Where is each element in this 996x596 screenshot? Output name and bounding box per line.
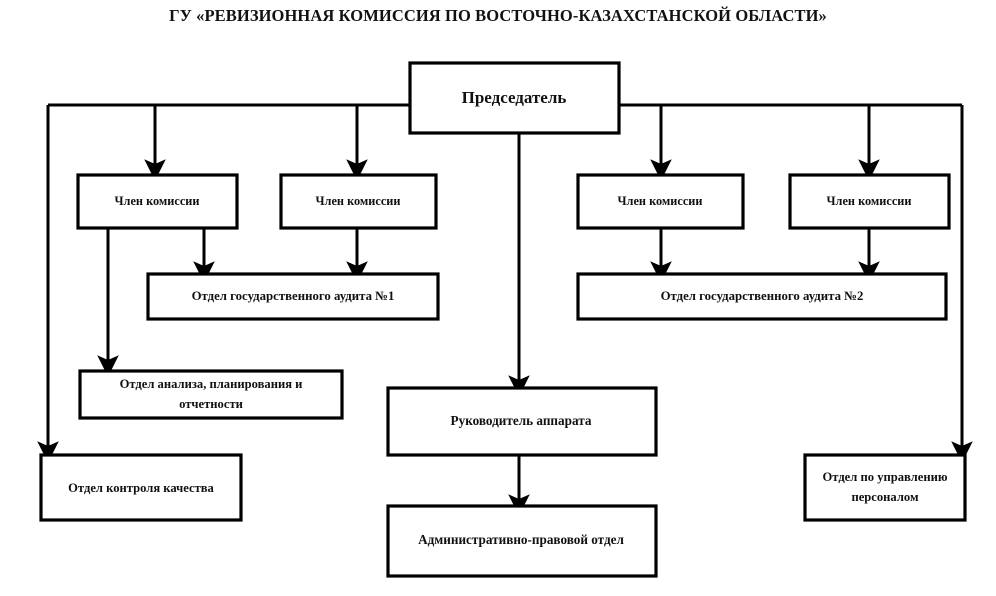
node-analysis[interactable]: Отдел анализа, планирования и отчетности — [78, 369, 344, 420]
node-member4[interactable]: Член комиссии — [788, 173, 951, 230]
member2-label: Член комиссии — [316, 194, 401, 208]
audit2-box[interactable] — [576, 272, 948, 321]
analysis-label-line2: отчетности — [179, 397, 243, 411]
legal-label: Административно-правовой отдел — [418, 532, 624, 547]
hr-label-line2: персоналом — [851, 490, 919, 504]
node-quality[interactable]: Отдел контроля качества — [39, 453, 243, 522]
node-member3[interactable]: Член комиссии — [576, 173, 745, 230]
node-member2[interactable]: Член комиссии — [279, 173, 438, 230]
audit1-box[interactable] — [146, 272, 440, 321]
node-member1[interactable]: Член комиссии — [76, 173, 239, 230]
member1-box[interactable] — [76, 173, 239, 230]
apparat-box[interactable] — [386, 386, 658, 457]
analysis-box[interactable] — [78, 369, 344, 420]
node-chairman[interactable]: Председатель — [408, 61, 621, 135]
node-audit2[interactable]: Отдел государственного аудита №2 — [576, 272, 948, 321]
node-legal[interactable]: Административно-правовой отдел — [386, 504, 658, 578]
member1-label: Член комиссии — [115, 194, 200, 208]
member3-box[interactable] — [576, 173, 745, 230]
audit2-label: Отдел государственного аудита №2 — [661, 289, 864, 303]
member2-box[interactable] — [279, 173, 438, 230]
audit1-label: Отдел государственного аудита №1 — [192, 289, 395, 303]
analysis-label-line1: Отдел анализа, планирования и — [120, 377, 303, 391]
member4-box[interactable] — [788, 173, 951, 230]
member3-label: Член комиссии — [618, 194, 703, 208]
hr-box[interactable] — [803, 453, 967, 522]
page-title: ГУ «РЕВИЗИОННАЯ КОМИССИЯ ПО ВОСТОЧНО-КАЗ… — [169, 6, 827, 25]
node-hr[interactable]: Отдел по управлению персоналом — [803, 453, 967, 522]
apparat-label: Руководитель аппарата — [451, 413, 592, 428]
legal-box[interactable] — [386, 504, 658, 578]
hr-label-line1: Отдел по управлению — [823, 470, 948, 484]
chairman-box[interactable] — [408, 61, 621, 135]
quality-label: Отдел контроля качества — [68, 481, 214, 495]
member4-label: Член комиссии — [827, 194, 912, 208]
node-apparat[interactable]: Руководитель аппарата — [386, 386, 658, 457]
node-audit1[interactable]: Отдел государственного аудита №1 — [146, 272, 440, 321]
chairman-label: Председатель — [462, 88, 567, 107]
quality-box[interactable] — [39, 453, 243, 522]
